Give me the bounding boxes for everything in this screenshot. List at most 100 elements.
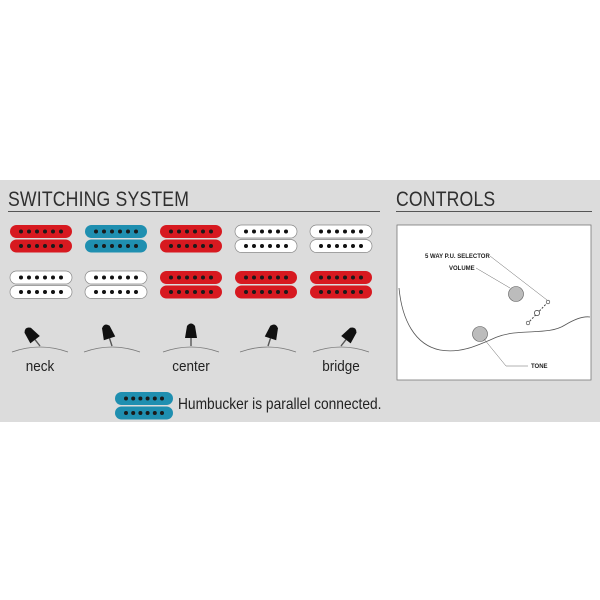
pole-piece	[351, 275, 355, 280]
pole-piece	[152, 396, 157, 401]
pole-piece	[201, 229, 205, 234]
pole-piece	[177, 244, 181, 248]
pole-piece	[169, 275, 173, 280]
pole-piece	[244, 290, 248, 294]
pickup-coil	[115, 392, 173, 405]
pole-piece	[102, 244, 106, 248]
controls-title-rule	[396, 211, 592, 212]
switch-lever-4	[239, 324, 297, 353]
lever-base	[239, 346, 297, 353]
pole-piece	[335, 244, 339, 248]
pole-piece	[110, 244, 114, 248]
pole-piece	[343, 275, 347, 280]
pickup-pos5-neck	[309, 224, 373, 253]
pole-piece	[131, 411, 136, 415]
pole-piece	[27, 290, 31, 294]
tone-label: TONE	[531, 364, 548, 370]
lever-base	[11, 346, 69, 353]
pole-piece	[359, 290, 363, 294]
pole-piece	[284, 275, 288, 280]
pole-piece	[43, 290, 47, 294]
lever-knob	[24, 327, 41, 347]
pickup-coil	[85, 239, 147, 253]
pole-piece	[160, 411, 164, 415]
pole-piece	[138, 411, 143, 415]
switching-title-rule	[8, 211, 380, 212]
pickup-coil	[160, 225, 222, 238]
pole-piece	[193, 244, 197, 248]
selector-screw-top	[545, 299, 551, 305]
pole-piece	[134, 229, 138, 234]
pole-piece	[118, 275, 122, 280]
pickup-coil	[160, 239, 222, 253]
pickup-pos3-bridge	[160, 271, 222, 299]
pole-piece	[177, 229, 181, 234]
switch-lever-row	[11, 323, 370, 353]
pole-piece	[19, 275, 23, 280]
pole-piece	[327, 229, 331, 234]
pole-piece	[260, 275, 264, 280]
pickup-pos5-bridge	[310, 271, 372, 299]
pickup-coil	[234, 239, 298, 253]
pole-piece	[201, 275, 205, 280]
pole-piece	[327, 244, 331, 248]
pole-piece	[145, 396, 150, 401]
pole-piece	[124, 396, 128, 401]
pole-piece	[51, 229, 55, 234]
legend-text: Humbucker is parallel connected.	[178, 396, 382, 413]
pole-piece	[43, 244, 47, 248]
pole-piece	[27, 229, 31, 234]
pole-piece	[126, 229, 130, 234]
pole-piece	[94, 244, 98, 248]
pole-piece	[268, 229, 272, 234]
pickup-coil	[310, 285, 372, 299]
pickup-pos3-neck	[160, 225, 222, 253]
pole-piece	[94, 290, 98, 294]
pole-piece	[359, 244, 363, 248]
selector-screw-bottom	[525, 320, 531, 326]
pickup-coil	[235, 285, 297, 299]
pickup-coil	[309, 224, 373, 239]
pickup-coil	[234, 224, 298, 239]
pole-piece	[27, 275, 31, 280]
pickup-coil	[10, 239, 72, 253]
pole-piece	[284, 244, 288, 248]
pole-piece	[118, 290, 122, 294]
lever-knob	[185, 323, 197, 346]
pole-piece	[177, 275, 181, 280]
pickup-coil	[309, 239, 373, 253]
pole-piece	[43, 275, 47, 280]
pickup-pos4-bridge	[235, 271, 297, 299]
pole-piece	[319, 275, 323, 280]
switching-system-title: SWITCHING SYSTEM	[8, 188, 190, 211]
pickup-pos1-neck	[10, 225, 72, 253]
pole-piece	[185, 244, 189, 248]
pickup-coil	[84, 285, 148, 299]
pole-piece	[252, 244, 256, 248]
pole-piece	[343, 290, 347, 294]
pole-piece	[276, 244, 280, 248]
pole-piece	[327, 275, 331, 280]
pole-piece	[209, 275, 213, 280]
pole-piece	[51, 244, 55, 248]
position-label-neck: neck	[25, 358, 55, 375]
pole-piece	[169, 244, 173, 248]
pole-piece	[252, 275, 256, 280]
pole-piece	[276, 275, 280, 280]
pole-piece	[327, 290, 331, 294]
pole-piece	[51, 275, 55, 280]
pole-piece	[134, 275, 138, 280]
pole-piece	[134, 244, 138, 248]
pole-piece	[284, 290, 288, 294]
pole-piece	[124, 411, 128, 415]
pole-piece	[335, 229, 339, 234]
pole-piece	[110, 229, 114, 234]
pole-piece	[59, 275, 63, 280]
pickup-coil	[84, 270, 148, 285]
pole-piece	[59, 244, 63, 248]
pole-piece	[169, 229, 173, 234]
pole-piece	[51, 290, 55, 294]
pickup-coil	[85, 225, 147, 238]
pole-piece	[169, 290, 173, 294]
pole-piece	[335, 290, 339, 294]
